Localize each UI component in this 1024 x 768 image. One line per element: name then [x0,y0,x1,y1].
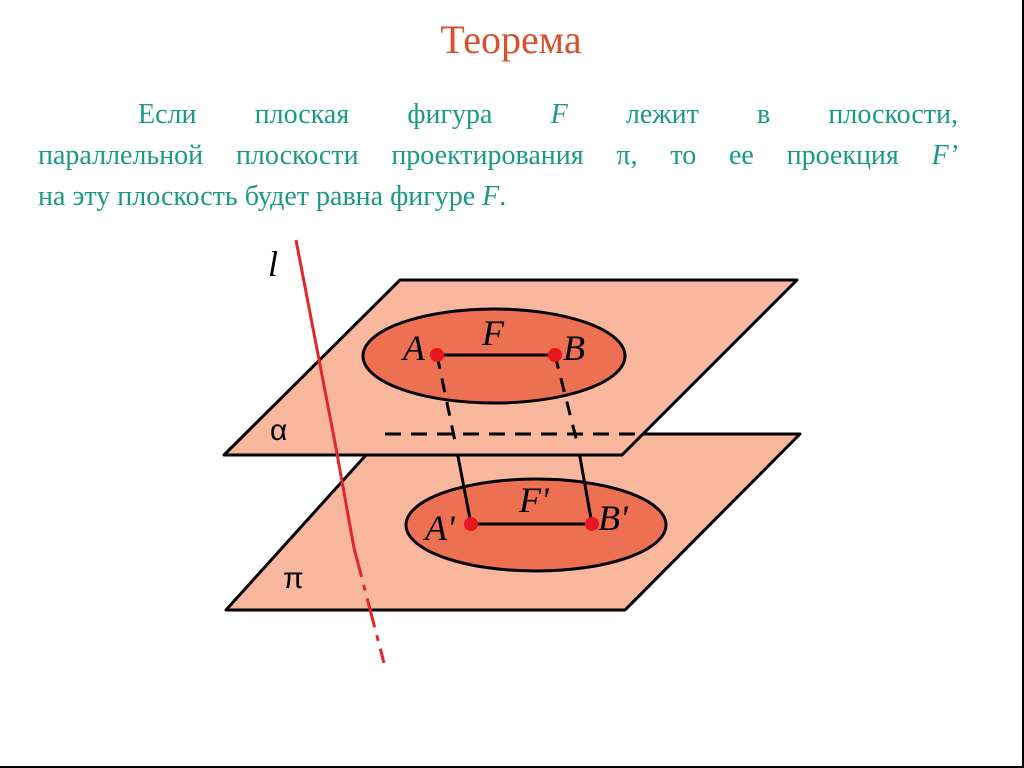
label-b-prime: B' [598,498,629,538]
label-alpha: α [270,414,287,447]
slide-title: Теорема [440,17,582,62]
projection-line-a [454,445,473,525]
projection-line-b [576,445,594,525]
label-f-prime: F' [518,480,550,520]
label-l: l [268,244,278,284]
theorem-line-2: параллельной плоскости проектирования π,… [38,140,958,171]
theorem-text: Если плоская фигура F лежит в плоскости,… [38,94,958,217]
line-l-lower-dashed [329,421,338,449]
label-b: B [563,328,585,368]
line-l-bottom [352,547,386,664]
theorem-line-3: на эту плоскость будет равна фигуре F. [38,181,507,212]
point-a-prime [464,517,478,531]
dashed-projection-a [435,354,458,447]
label-pi: π [283,562,304,595]
label-f: F [481,313,505,353]
point-a [430,348,444,362]
line-l-top [294,239,333,423]
point-b-prime [585,517,599,531]
label-a-prime: A' [423,508,456,548]
line-l-middle [334,447,356,549]
point-b [548,348,562,362]
dashed-projection-b [553,354,580,447]
theorem-line-1: Если плоская фигура F лежит в плоскости, [138,99,958,130]
label-a: A [401,328,426,368]
